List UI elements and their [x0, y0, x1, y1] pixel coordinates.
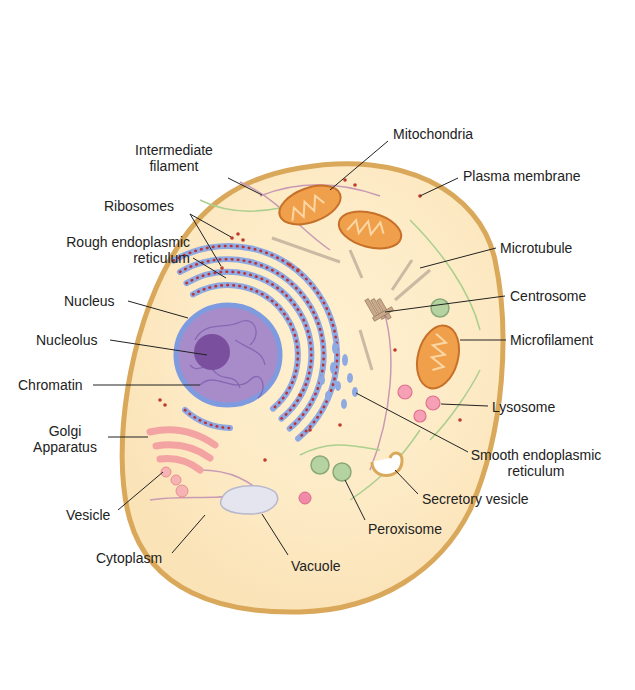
plasma-membrane [122, 164, 503, 612]
part-label: Plasma membrane [463, 168, 581, 184]
part-label: Lysosome [492, 399, 555, 415]
part-label: Smooth endoplasmic reticulum [455, 447, 617, 479]
peroxisome-shapes [299, 299, 449, 504]
part-label: Chromatin [18, 377, 83, 393]
cytoskeleton [150, 182, 480, 500]
part-label: Intermediate filament [122, 142, 226, 174]
mitochondria-shapes [274, 178, 465, 393]
lysosome-shapes [398, 385, 440, 422]
smooth-er [319, 342, 358, 409]
nucleolus-shape [194, 334, 230, 370]
vacuole-shape [221, 486, 278, 514]
part-label: Nucleolus [36, 332, 97, 348]
part-label: Rough endoplasmic reticulum [38, 234, 190, 266]
part-label: Ribosomes [104, 198, 174, 214]
nucleus-shape [176, 305, 280, 405]
part-label: Mitochondria [393, 126, 473, 142]
part-label: Peroxisome [368, 521, 442, 537]
ribosome-dots [158, 178, 462, 462]
golgi-shape [150, 430, 215, 470]
part-label: Vesicle [66, 507, 110, 523]
part-label: Nucleus [64, 293, 115, 309]
part-label: Cytoplasm [96, 550, 162, 566]
vesicle-shapes [161, 467, 188, 497]
rough-er [174, 246, 338, 439]
part-label: Vacuole [291, 558, 341, 574]
part-label: Secretory vesicle [422, 491, 529, 507]
part-label: Microtubule [500, 240, 572, 256]
part-label: Centrosome [510, 288, 586, 304]
chromatin-strands [190, 321, 265, 398]
centrosome-shape [365, 298, 394, 321]
part-label: Golgi Apparatus [26, 423, 104, 455]
part-label: Microfilament [510, 332, 593, 348]
